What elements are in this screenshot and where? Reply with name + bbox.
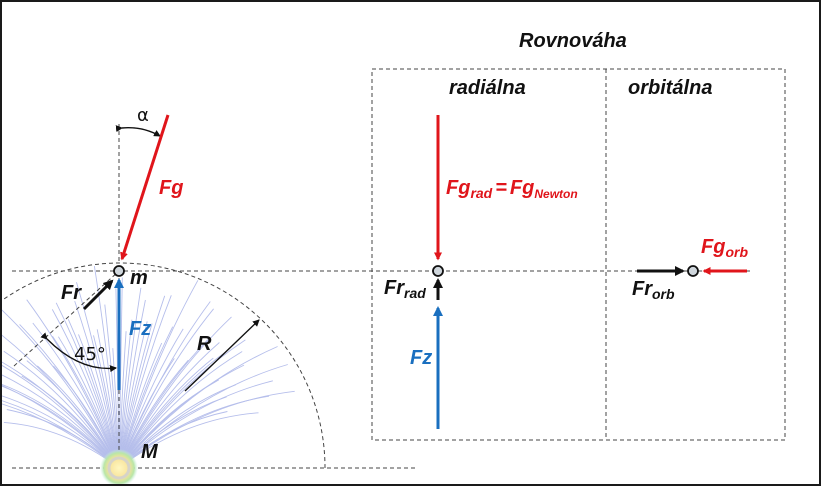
field-line [2,400,120,469]
field-line [118,364,245,469]
field-line [118,339,209,469]
fg-arrow [120,114,170,261]
field-line [2,361,120,469]
fg-label: Fg [159,177,183,199]
fz-radial-label: Fz [410,347,432,369]
field-line [118,287,142,469]
fg-rad-sub: rad [470,185,492,201]
m-label: m [130,267,148,289]
field-line [2,385,120,469]
angle-45-arc [40,332,117,373]
field-line [51,309,120,469]
fr-orb-label: Frorb [632,278,675,302]
field-line [104,304,120,469]
mass-orbital-dot [687,265,699,277]
field-line [118,342,220,469]
big-m-label: M [141,441,159,463]
fr-rad-sub: rad [404,285,426,301]
field-lines [2,266,295,469]
fg-orb-sub: orb [725,244,748,260]
field-line [118,390,295,469]
field-line [2,395,120,469]
field-line [2,334,120,469]
field-line [118,380,274,469]
field-line [118,351,243,469]
fg-rad-main: Fg [446,177,470,199]
fr-rad-label: Frrad [384,277,426,301]
mass-M-dot [107,456,131,480]
orbital-heading: orbitálna [628,77,712,99]
radial-heading: radiálna [449,77,526,99]
field-line [118,346,278,469]
alpha-label: α [137,105,149,126]
fz-label: Fz [129,318,151,340]
r-label: R [197,333,212,355]
fg-rad-equation: Fgrad=FgNewton [446,177,578,201]
field-line [118,350,227,469]
fg-newton-main: Fg [510,177,534,199]
equilibrium-box [371,68,786,441]
diagonal-45-line [13,270,120,367]
field-line [2,364,120,469]
field-line [19,324,120,469]
field-line [118,328,184,469]
field-line [118,316,232,469]
field-line [118,339,246,469]
field-line [74,300,120,469]
mass-radial-dot [432,265,444,277]
fg-newton-sub: Newton [534,187,577,201]
orbit-circle [2,262,326,469]
field-line [118,295,172,469]
fr-rad-main: Fr [384,277,405,299]
equals-sign: = [495,177,507,199]
field-line [118,299,146,469]
field-line [2,309,120,469]
title-text: Rovnováha [519,30,627,52]
field-line [118,295,166,469]
radius-arrow [184,319,260,392]
fg-orb-main: Fg [701,236,725,258]
mass-m-dot [113,265,125,277]
fg-orb-label: Fgorb [701,236,748,260]
alpha-arc [115,125,161,137]
field-line [118,308,214,469]
field-line [2,403,120,469]
angle-label: 45° [74,344,106,365]
field-line [118,280,199,469]
field-line [3,350,120,469]
fr-orb-main: Fr [632,278,653,300]
fr-arrow [82,279,114,311]
field-line [26,299,120,469]
fr-label: Fr [61,282,82,304]
fr-orb-sub: orb [652,286,675,302]
field-line [55,302,120,469]
field-line [2,374,120,469]
field-line [118,277,123,469]
mass-M-glow [100,449,138,484]
